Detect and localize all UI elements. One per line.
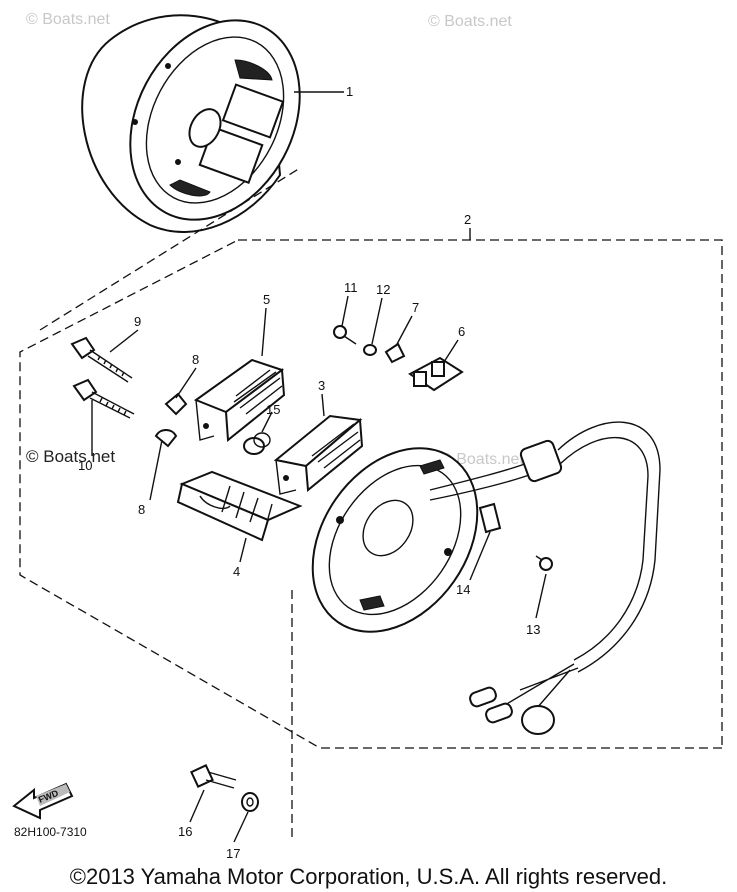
part-label-11: 11 xyxy=(344,280,358,295)
clamp-7 xyxy=(384,342,406,364)
part-label-8-upper: 8 xyxy=(192,352,199,367)
stator-base-plate xyxy=(311,447,479,633)
part-label-4: 4 xyxy=(233,564,240,579)
part-label-9: 9 xyxy=(134,314,141,329)
part-label-3: 3 xyxy=(318,378,325,393)
part-label-15: 15 xyxy=(266,402,280,417)
part-label-16: 16 xyxy=(178,824,192,839)
bolt-9 xyxy=(70,336,133,383)
terminal-6 xyxy=(408,356,464,392)
leader-lines xyxy=(91,91,547,843)
pickup-coil-4 xyxy=(176,470,303,542)
lighting-coil-3 xyxy=(273,414,364,495)
clamp-8-lower xyxy=(154,429,178,448)
part-label-10: 10 xyxy=(78,458,92,473)
bolt-10 xyxy=(72,378,135,419)
screw-11 xyxy=(333,325,357,345)
watermark-top-left: © Boats.net xyxy=(26,11,110,28)
clamp-8-upper xyxy=(164,392,188,416)
part-label-14: 14 xyxy=(456,582,470,597)
watermark-top-right: © Boats.net xyxy=(428,13,512,30)
fwd-arrow-icon: FWD xyxy=(12,782,74,820)
washer-12 xyxy=(363,344,377,356)
stator-assembly-outline xyxy=(19,167,723,838)
spacer-15 xyxy=(243,432,271,455)
part-label-12: 12 xyxy=(376,282,390,297)
watermark-left: © Boats.net xyxy=(26,447,115,466)
diagram-code: 82H100-7310 xyxy=(14,825,87,839)
wiring-harness xyxy=(429,421,661,735)
part-label-7: 7 xyxy=(412,300,419,315)
part-label-17: 17 xyxy=(226,846,240,861)
part-label-1: 1 xyxy=(346,84,353,99)
part-label-5: 5 xyxy=(263,292,270,307)
watermark-mid-right: © Boats.net xyxy=(440,451,524,468)
charge-coil-5 xyxy=(193,358,286,442)
screw-13 xyxy=(535,555,553,571)
copyright-notice: ©2013 Yamaha Motor Corporation, U.S.A. A… xyxy=(69,864,668,889)
bolt-16 xyxy=(190,764,237,789)
flywheel-rotor xyxy=(81,14,301,233)
washer-17 xyxy=(241,792,259,812)
part-label-6: 6 xyxy=(458,324,465,339)
part-label-13: 13 xyxy=(526,622,540,637)
part-label-8-lower: 8 xyxy=(138,502,145,517)
cable-clamp-14 xyxy=(478,502,502,534)
part-label-2: 2 xyxy=(464,212,471,227)
